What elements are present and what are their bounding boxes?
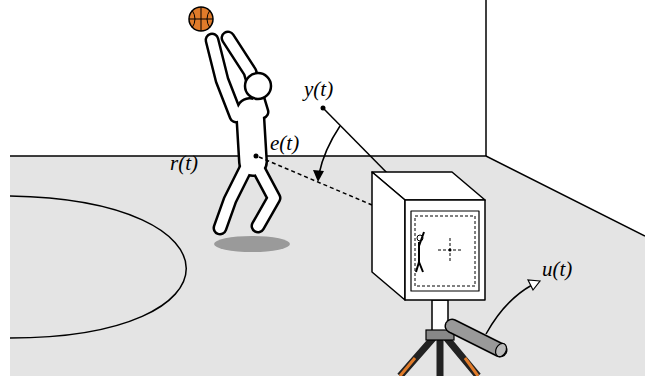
player — [212, 38, 274, 228]
camera — [372, 172, 485, 300]
wall-corner — [485, 0, 487, 156]
signal-label: y(t) — [304, 78, 333, 101]
signal-label: r(t) — [170, 152, 198, 175]
player-head — [245, 73, 271, 99]
error-arc — [319, 126, 340, 174]
reference-line — [259, 157, 372, 205]
input-arrowhead — [528, 280, 540, 290]
player-shadow — [214, 236, 290, 252]
axis-point — [321, 106, 326, 111]
floor-edge — [10, 156, 645, 236]
pan-handle — [452, 326, 509, 359]
camera-axis — [323, 108, 396, 182]
basketball — [189, 7, 213, 31]
reference-point — [254, 154, 259, 159]
signal-label: e(t) — [270, 132, 299, 155]
court-arc — [10, 196, 186, 338]
signal-label: u(t) — [542, 258, 572, 281]
floor — [10, 156, 645, 376]
error-arrowhead — [313, 170, 324, 182]
input-arrow — [486, 285, 532, 334]
